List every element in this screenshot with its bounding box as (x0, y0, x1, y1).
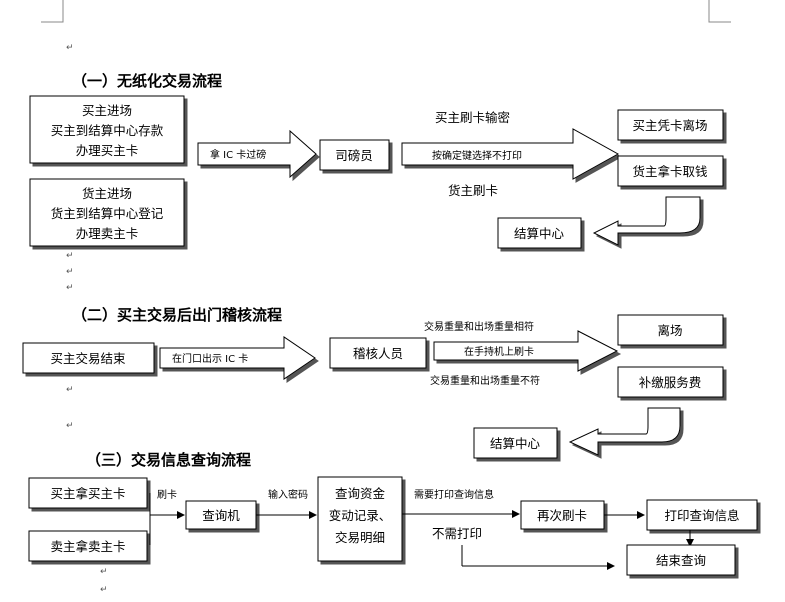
settlement-box-1: 结算中心 (497, 217, 582, 249)
buyer-leave-box: 买主凭卡离场 (617, 109, 724, 141)
bent-return-arrow-1 (592, 196, 701, 246)
pay-fee-label: 补缴服务费 (639, 375, 702, 390)
seller-entry-line-2: 货主到结算中心登记 (51, 206, 164, 221)
buyer-entry-line-2: 买主到结算中心存款 (51, 123, 164, 138)
buyer-entry-box: 买主进场 买主到结算中心存款 办理买主卡 (29, 95, 185, 164)
section-1: （一）无纸化交易流程 买主进场 买主到结算中心存款 办理买主卡 货主进场 货主到… (29, 72, 724, 249)
seller-card-label: 卖主拿卖主卡 (50, 539, 125, 554)
swipe-label: 刷卡 (157, 488, 177, 501)
buyer-done-box: 买主交易结束 (22, 342, 155, 374)
seller-entry-box: 货主进场 货主到结算中心登记 办理卖主卡 (29, 178, 185, 247)
weight-mismatch-label: 交易重量和出场重量不符 (430, 374, 540, 387)
buyer-leave-label: 买主凭卡离场 (632, 118, 707, 133)
paragraph-mark: ↵ (66, 385, 74, 395)
seller-card-box: 卖主拿卖主卡 (28, 530, 148, 562)
weigher-box: 司磅员 (319, 139, 390, 171)
section-2: （二）买主交易后出门稽核流程 买主交易结束 在门口出示 IC 卡 稽核人员 交易… (22, 306, 724, 459)
gate-card-arrow: 在门口出示 IC 卡 (159, 336, 316, 380)
query-info-line-3: 交易明细 (335, 530, 385, 545)
end-query-label: 结束查询 (656, 553, 706, 568)
enter-password-label: 输入密码 (268, 488, 308, 501)
seller-entry-line-3: 办理卖主卡 (76, 226, 139, 241)
paragraph-mark: ↵ (100, 567, 108, 577)
paragraph-mark: ↵ (100, 585, 108, 595)
auditor-box: 稽核人员 (329, 337, 427, 369)
confirm-arrow: 按确定键选择不打印 (401, 128, 620, 180)
pay-fee-box: 补缴服务费 (617, 366, 724, 398)
seller-collect-box: 货主拿卡取钱 (617, 155, 724, 187)
paragraph-mark: ↵ (66, 251, 74, 261)
print-info-box: 打印查询信息 (646, 499, 758, 531)
seller-entry-line-1: 货主进场 (82, 186, 132, 201)
leave-box: 离场 (617, 314, 724, 346)
weight-match-label: 交易重量和出场重量相符 (424, 320, 534, 333)
buyer-entry-line-3: 办理买主卡 (76, 143, 139, 158)
buyer-card-label: 买主拿买主卡 (50, 486, 125, 501)
auditor-label: 稽核人员 (353, 346, 403, 361)
buyer-done-label: 买主交易结束 (50, 351, 126, 366)
section-3: （三）交易信息查询流程 买主拿买主卡 卖主拿卖主卡 刷卡 查询机 输入密码 查询… (28, 451, 758, 576)
seller-swipe-label: 货主刷卡 (448, 183, 498, 198)
handheld-arrow-label: 在手持机上刷卡 (464, 345, 534, 358)
section-1-title: （一）无纸化交易流程 (72, 72, 222, 90)
paragraph-mark: ↵ (66, 267, 74, 277)
kiosk-label: 查询机 (202, 508, 240, 523)
no-print-connector (461, 545, 615, 570)
connector-cards-to-kiosk (149, 493, 185, 545)
buyer-swipe-label: 买主刷卡输密 (435, 110, 510, 125)
section-2-title: （二）买主交易后出门稽核流程 (72, 306, 282, 324)
query-info-box: 查询资金 变动记录、 交易明细 (317, 476, 403, 562)
paragraph-mark: ↵ (66, 43, 74, 53)
need-print-label: 需要打印查询信息 (414, 488, 494, 501)
buyer-entry-line-1: 买主进场 (82, 103, 132, 118)
buyer-card-box: 买主拿买主卡 (28, 477, 148, 509)
end-query-box: 结束查询 (626, 544, 736, 576)
paragraph-marks: ↵ ↵ ↵ ↵ ↵ ↵ ↵ ↵ (66, 43, 108, 595)
page-corner-marks (41, 0, 731, 23)
section-3-title: （三）交易信息查询流程 (86, 451, 251, 469)
swipe-again-box: 再次刷卡 (520, 500, 605, 530)
paragraph-mark: ↵ (66, 283, 74, 293)
seller-collect-label: 货主拿卡取钱 (632, 164, 707, 179)
settlement-label-2: 结算中心 (490, 436, 541, 451)
kiosk-box: 查询机 (185, 500, 257, 530)
confirm-arrow-label: 按确定键选择不打印 (432, 149, 522, 162)
query-info-line-1: 查询资金 (335, 486, 386, 501)
leave-label: 离场 (657, 323, 682, 338)
settlement-label-1: 结算中心 (514, 226, 565, 241)
paragraph-mark: ↵ (66, 421, 74, 431)
bent-return-arrow-2 (568, 407, 681, 456)
swipe-again-label: 再次刷卡 (537, 508, 587, 523)
handheld-arrow: 在手持机上刷卡 (433, 330, 619, 372)
weigher-label: 司磅员 (335, 148, 373, 163)
gate-card-arrow-label: 在门口出示 IC 卡 (172, 352, 248, 365)
query-info-line-2: 变动记录、 (329, 508, 392, 523)
print-info-label: 打印查询信息 (664, 508, 739, 523)
no-print-label: 不需打印 (432, 526, 482, 541)
settlement-box-2: 结算中心 (473, 427, 558, 459)
card-weigh-arrow-label: 拿 IC 卡过磅 (210, 148, 266, 161)
card-weigh-arrow: 拿 IC 卡过磅 (197, 129, 317, 179)
